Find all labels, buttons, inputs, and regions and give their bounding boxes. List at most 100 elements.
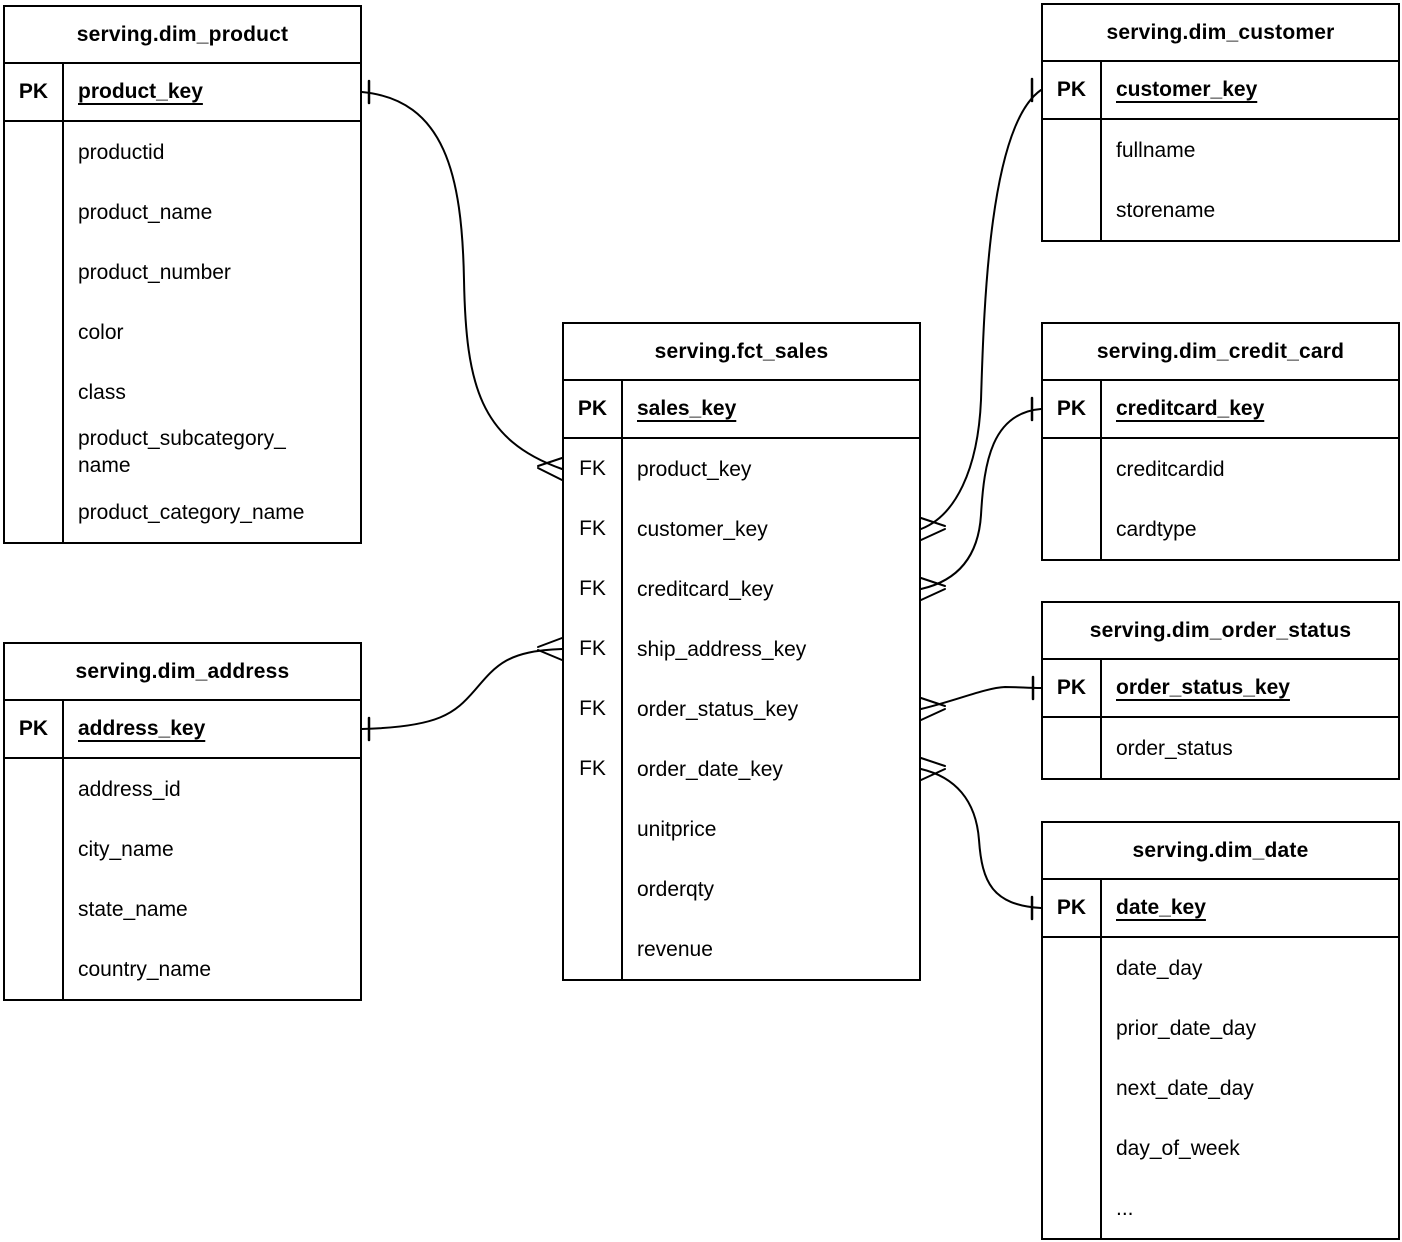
field-name: productid [78, 140, 165, 164]
field-row: productid [5, 122, 360, 182]
field-row: ... [1043, 1178, 1398, 1238]
field-name: product_category_name [78, 500, 305, 524]
table-fct-sales: serving.fct_sales PK sales_key FK produc… [562, 322, 921, 981]
pk-field-name: creditcard_key [1116, 397, 1265, 420]
relationship-address-sales [361, 637, 563, 742]
relationship-sales-orderstatus [920, 675, 1042, 721]
crow-foot-icon [920, 577, 946, 601]
pk-field-name: product_key [78, 80, 203, 103]
fk-label [1043, 1118, 1102, 1178]
primary-key-row: PK creditcard_key [1043, 381, 1398, 439]
table-dim-date: serving.dim_date PK date_key date_day pr… [1041, 821, 1400, 1240]
field-row: FK creditcard_key [564, 559, 919, 619]
field-name: product_key [637, 457, 752, 481]
fk-label [5, 482, 64, 542]
fk-label: FK [564, 439, 623, 499]
field-name: city_name [78, 837, 174, 861]
crow-foot-icon [920, 697, 946, 721]
field-name: storename [1116, 198, 1216, 222]
field-row: product_number [5, 242, 360, 302]
field-row: product_name [5, 182, 360, 242]
fk-label [564, 859, 623, 919]
field-name: address_id [78, 777, 181, 801]
field-row: cardtype [1043, 499, 1398, 559]
table-body: address_id city_name state_name country_… [5, 759, 360, 999]
pk-label: PK [5, 701, 64, 757]
fk-label: FK [564, 559, 623, 619]
field-row: creditcardid [1043, 439, 1398, 499]
field-name: class [78, 380, 126, 404]
field-row: city_name [5, 819, 360, 879]
pk-field-name: sales_key [637, 397, 737, 420]
field-name: day_of_week [1116, 1136, 1240, 1160]
field-name: creditcardid [1116, 457, 1225, 481]
fk-label: FK [564, 679, 623, 739]
field-row: state_name [5, 879, 360, 939]
table-dim-credit-card: serving.dim_credit_card PK creditcard_ke… [1041, 322, 1400, 561]
fk-label [5, 422, 64, 482]
fk-label [5, 759, 64, 819]
pk-label: PK [1043, 381, 1102, 437]
table-title: serving.dim_credit_card [1043, 324, 1398, 381]
field-name: creditcard_key [637, 577, 774, 601]
field-name: next_date_day [1116, 1076, 1254, 1100]
primary-key-row: PK order_status_key [1043, 660, 1398, 718]
pk-field-name: order_status_key [1116, 676, 1290, 699]
pk-field-name: customer_key [1116, 78, 1258, 101]
table-body: order_status [1043, 718, 1398, 778]
field-name: product_name [78, 200, 213, 224]
fk-label [5, 362, 64, 422]
field-row: FK product_key [564, 439, 919, 499]
relationship-product-sales [361, 79, 563, 481]
pk-field-name: address_key [78, 717, 206, 740]
crow-foot-icon [537, 457, 563, 481]
primary-key-row: PK sales_key [564, 381, 919, 439]
table-title: serving.fct_sales [564, 324, 919, 381]
field-name: country_name [78, 957, 212, 981]
primary-key-row: PK customer_key [1043, 62, 1398, 120]
field-name: orderqty [637, 877, 715, 901]
field-name: color [78, 320, 124, 344]
field-name: ship_address_key [637, 637, 807, 661]
field-name: cardtype [1116, 517, 1197, 541]
field-name: unitprice [637, 817, 717, 841]
field-row: prior_date_day [1043, 998, 1398, 1058]
field-name: state_name [78, 897, 188, 921]
fk-label [1043, 1058, 1102, 1118]
field-name: order_date_key [637, 757, 783, 781]
field-row: class [5, 362, 360, 422]
pk-field-name: date_key [1116, 896, 1206, 919]
field-name: ... [1116, 1196, 1134, 1220]
table-title: serving.dim_product [5, 7, 360, 64]
fk-label [5, 182, 64, 242]
pk-label: PK [564, 381, 623, 437]
table-dim-customer: serving.dim_customer PK customer_key ful… [1041, 3, 1400, 242]
field-row: address_id [5, 759, 360, 819]
field-name: order_status [1116, 736, 1233, 760]
fk-label [5, 939, 64, 999]
fk-label [564, 799, 623, 859]
primary-key-row: PK date_key [1043, 880, 1398, 938]
fk-label: FK [564, 499, 623, 559]
fk-label [1043, 938, 1102, 998]
table-title: serving.dim_date [1043, 823, 1398, 880]
fk-label [5, 819, 64, 879]
field-row: next_date_day [1043, 1058, 1398, 1118]
primary-key-row: PK product_key [5, 64, 360, 122]
table-title: serving.dim_order_status [1043, 603, 1398, 660]
field-row: fullname [1043, 120, 1398, 180]
field-row: color [5, 302, 360, 362]
field-name: prior_date_day [1116, 1016, 1257, 1040]
relationship-sales-creditcard [920, 396, 1042, 601]
field-name: fullname [1116, 138, 1196, 162]
fk-label [1043, 718, 1102, 778]
field-name: product_subcategory_ name [78, 427, 286, 477]
table-dim-address: serving.dim_address PK address_key addre… [3, 642, 362, 1001]
relationship-sales-date [920, 757, 1042, 921]
field-name: order_status_key [637, 697, 799, 721]
field-row: product_subcategory_ name [5, 422, 360, 482]
table-body: date_day prior_date_day next_date_day da… [1043, 938, 1398, 1238]
table-body: creditcardid cardtype [1043, 439, 1398, 559]
